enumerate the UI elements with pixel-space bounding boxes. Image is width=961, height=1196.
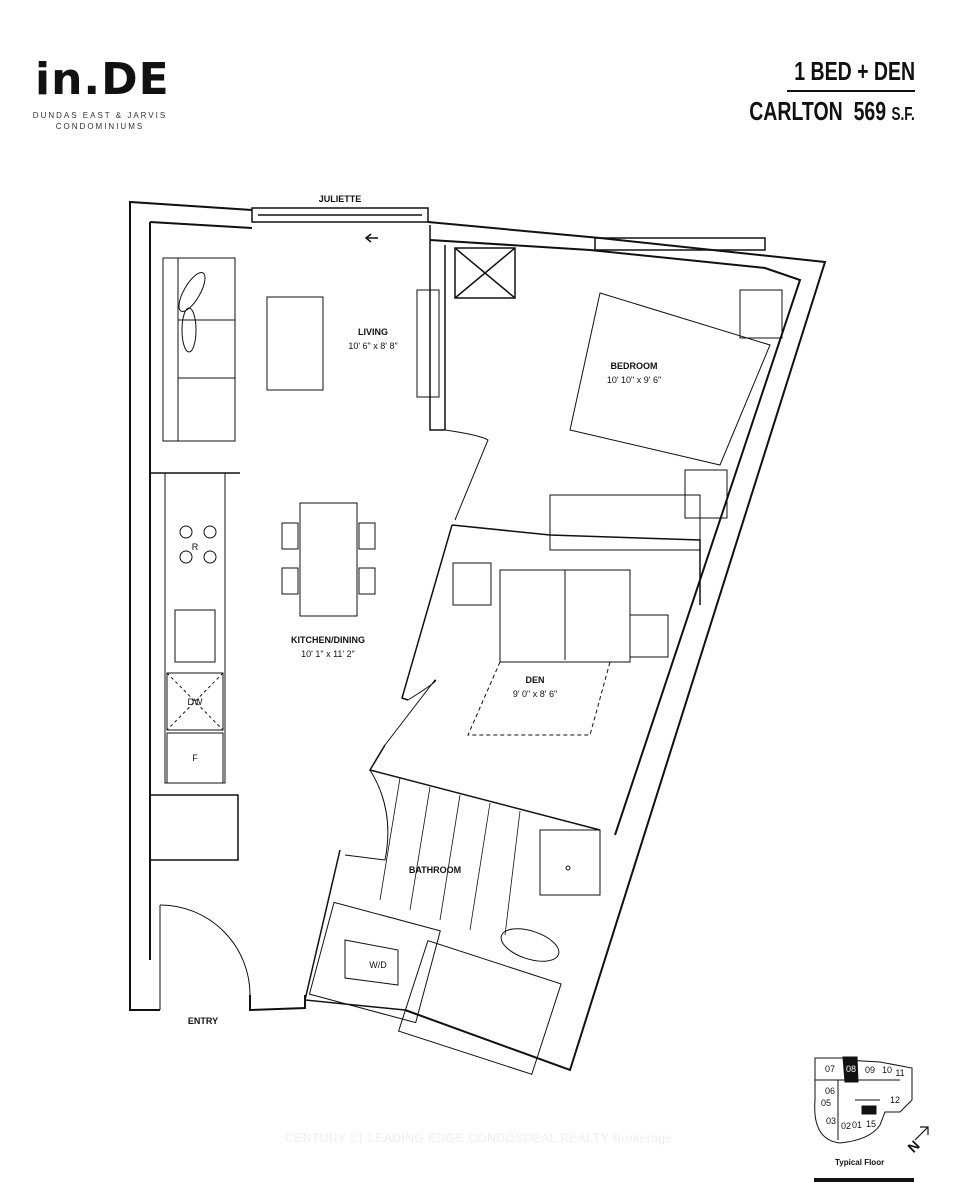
dishwasher-label: DW: [188, 697, 203, 707]
washer-dryer-closet: [308, 901, 441, 1024]
key-unit-02: 02: [841, 1121, 851, 1131]
room-bedroom-name: BEDROOM: [611, 361, 658, 371]
juliette-balcony: [251, 207, 429, 243]
fridge-label: F: [192, 753, 198, 763]
key-plan-highlighted-unit: [842, 1056, 859, 1083]
kitchen-counter: [164, 472, 226, 784]
logo-subtitle: DUNDAS EAST & JARVIS CONDOMINIUMS: [30, 110, 170, 132]
furniture: [162, 257, 783, 1075]
unit-type: 1 BED + DEN: [794, 56, 915, 86]
key-unit-11: 11: [895, 1068, 904, 1078]
area-unit: S.F.: [891, 104, 915, 124]
bed: [569, 292, 771, 466]
key-unit-08: 08: [846, 1064, 856, 1074]
key-plan: [814, 1056, 913, 1144]
interior-walls: [149, 225, 701, 1011]
bathtub: [397, 940, 562, 1075]
exterior-walls: [129, 200, 827, 1072]
washer-dryer-label: W/D: [369, 960, 387, 970]
key-plan-unit-labels: 07 08 09 10 11 06 05 12 03 02 01 15 N: [821, 1064, 923, 1156]
suite-name: CARLTON: [749, 96, 843, 126]
north-label: N: [904, 1137, 922, 1155]
range-label: R: [192, 542, 199, 552]
juliette-label: JULIETTE: [319, 194, 362, 204]
room-entry-name: ENTRY: [188, 1016, 218, 1026]
key-unit-05: 05: [821, 1098, 831, 1108]
key-unit-03: 03: [826, 1116, 836, 1126]
toilet: [500, 928, 560, 962]
key-unit-09: 09: [865, 1065, 875, 1075]
room-bathroom-name: BATHROOM: [409, 865, 461, 875]
key-unit-12: 12: [890, 1095, 900, 1105]
key-unit-07: 07: [825, 1064, 835, 1074]
room-den-dims: 9' 0" x 8' 6": [513, 689, 557, 699]
key-unit-01: 01: [852, 1120, 862, 1130]
bedroom-window: [594, 237, 766, 251]
key-unit-06: 06: [825, 1086, 835, 1096]
area-value: 569: [853, 96, 887, 126]
key-plan-label: Typical Floor: [835, 1158, 885, 1167]
shaft: [454, 247, 516, 299]
logo-subtitle-line2: CONDOMINIUMS: [55, 122, 145, 131]
suite-title: CARLTON 569 S.F.: [749, 96, 915, 127]
dining-table: [299, 502, 358, 617]
washer-dryer: [344, 939, 399, 986]
room-bedroom-dims: 10' 10" x 9' 6": [607, 375, 661, 385]
room-living-dims: 10' 6" x 8' 8": [348, 341, 397, 351]
room-kitchen-name: KITCHEN/DINING: [291, 635, 365, 645]
key-unit-15: 15: [866, 1119, 876, 1129]
title-divider: [787, 90, 915, 92]
logo-subtitle-line1: DUNDAS EAST & JARVIS: [32, 111, 168, 120]
scale-bar: [814, 1178, 914, 1182]
room-den-name: DEN: [525, 675, 544, 685]
watermark: CENTURY 21 LEADING EDGE CONDOSDEAL REALT…: [285, 1131, 673, 1145]
room-labels: LIVING 10' 6" x 8' 8" BEDROOM 10' 10" x …: [188, 327, 662, 1026]
tv-console: [416, 289, 440, 398]
north-arrow-icon: [914, 1126, 929, 1141]
sofa: [162, 257, 236, 442]
doors: [159, 429, 489, 1010]
logo: in.DE: [35, 54, 170, 105]
coffee-table: [266, 296, 324, 391]
room-kitchen-dims: 10' 1" x 11' 2": [301, 649, 355, 659]
key-unit-10: 10: [882, 1065, 892, 1075]
room-living-name: LIVING: [358, 327, 388, 337]
